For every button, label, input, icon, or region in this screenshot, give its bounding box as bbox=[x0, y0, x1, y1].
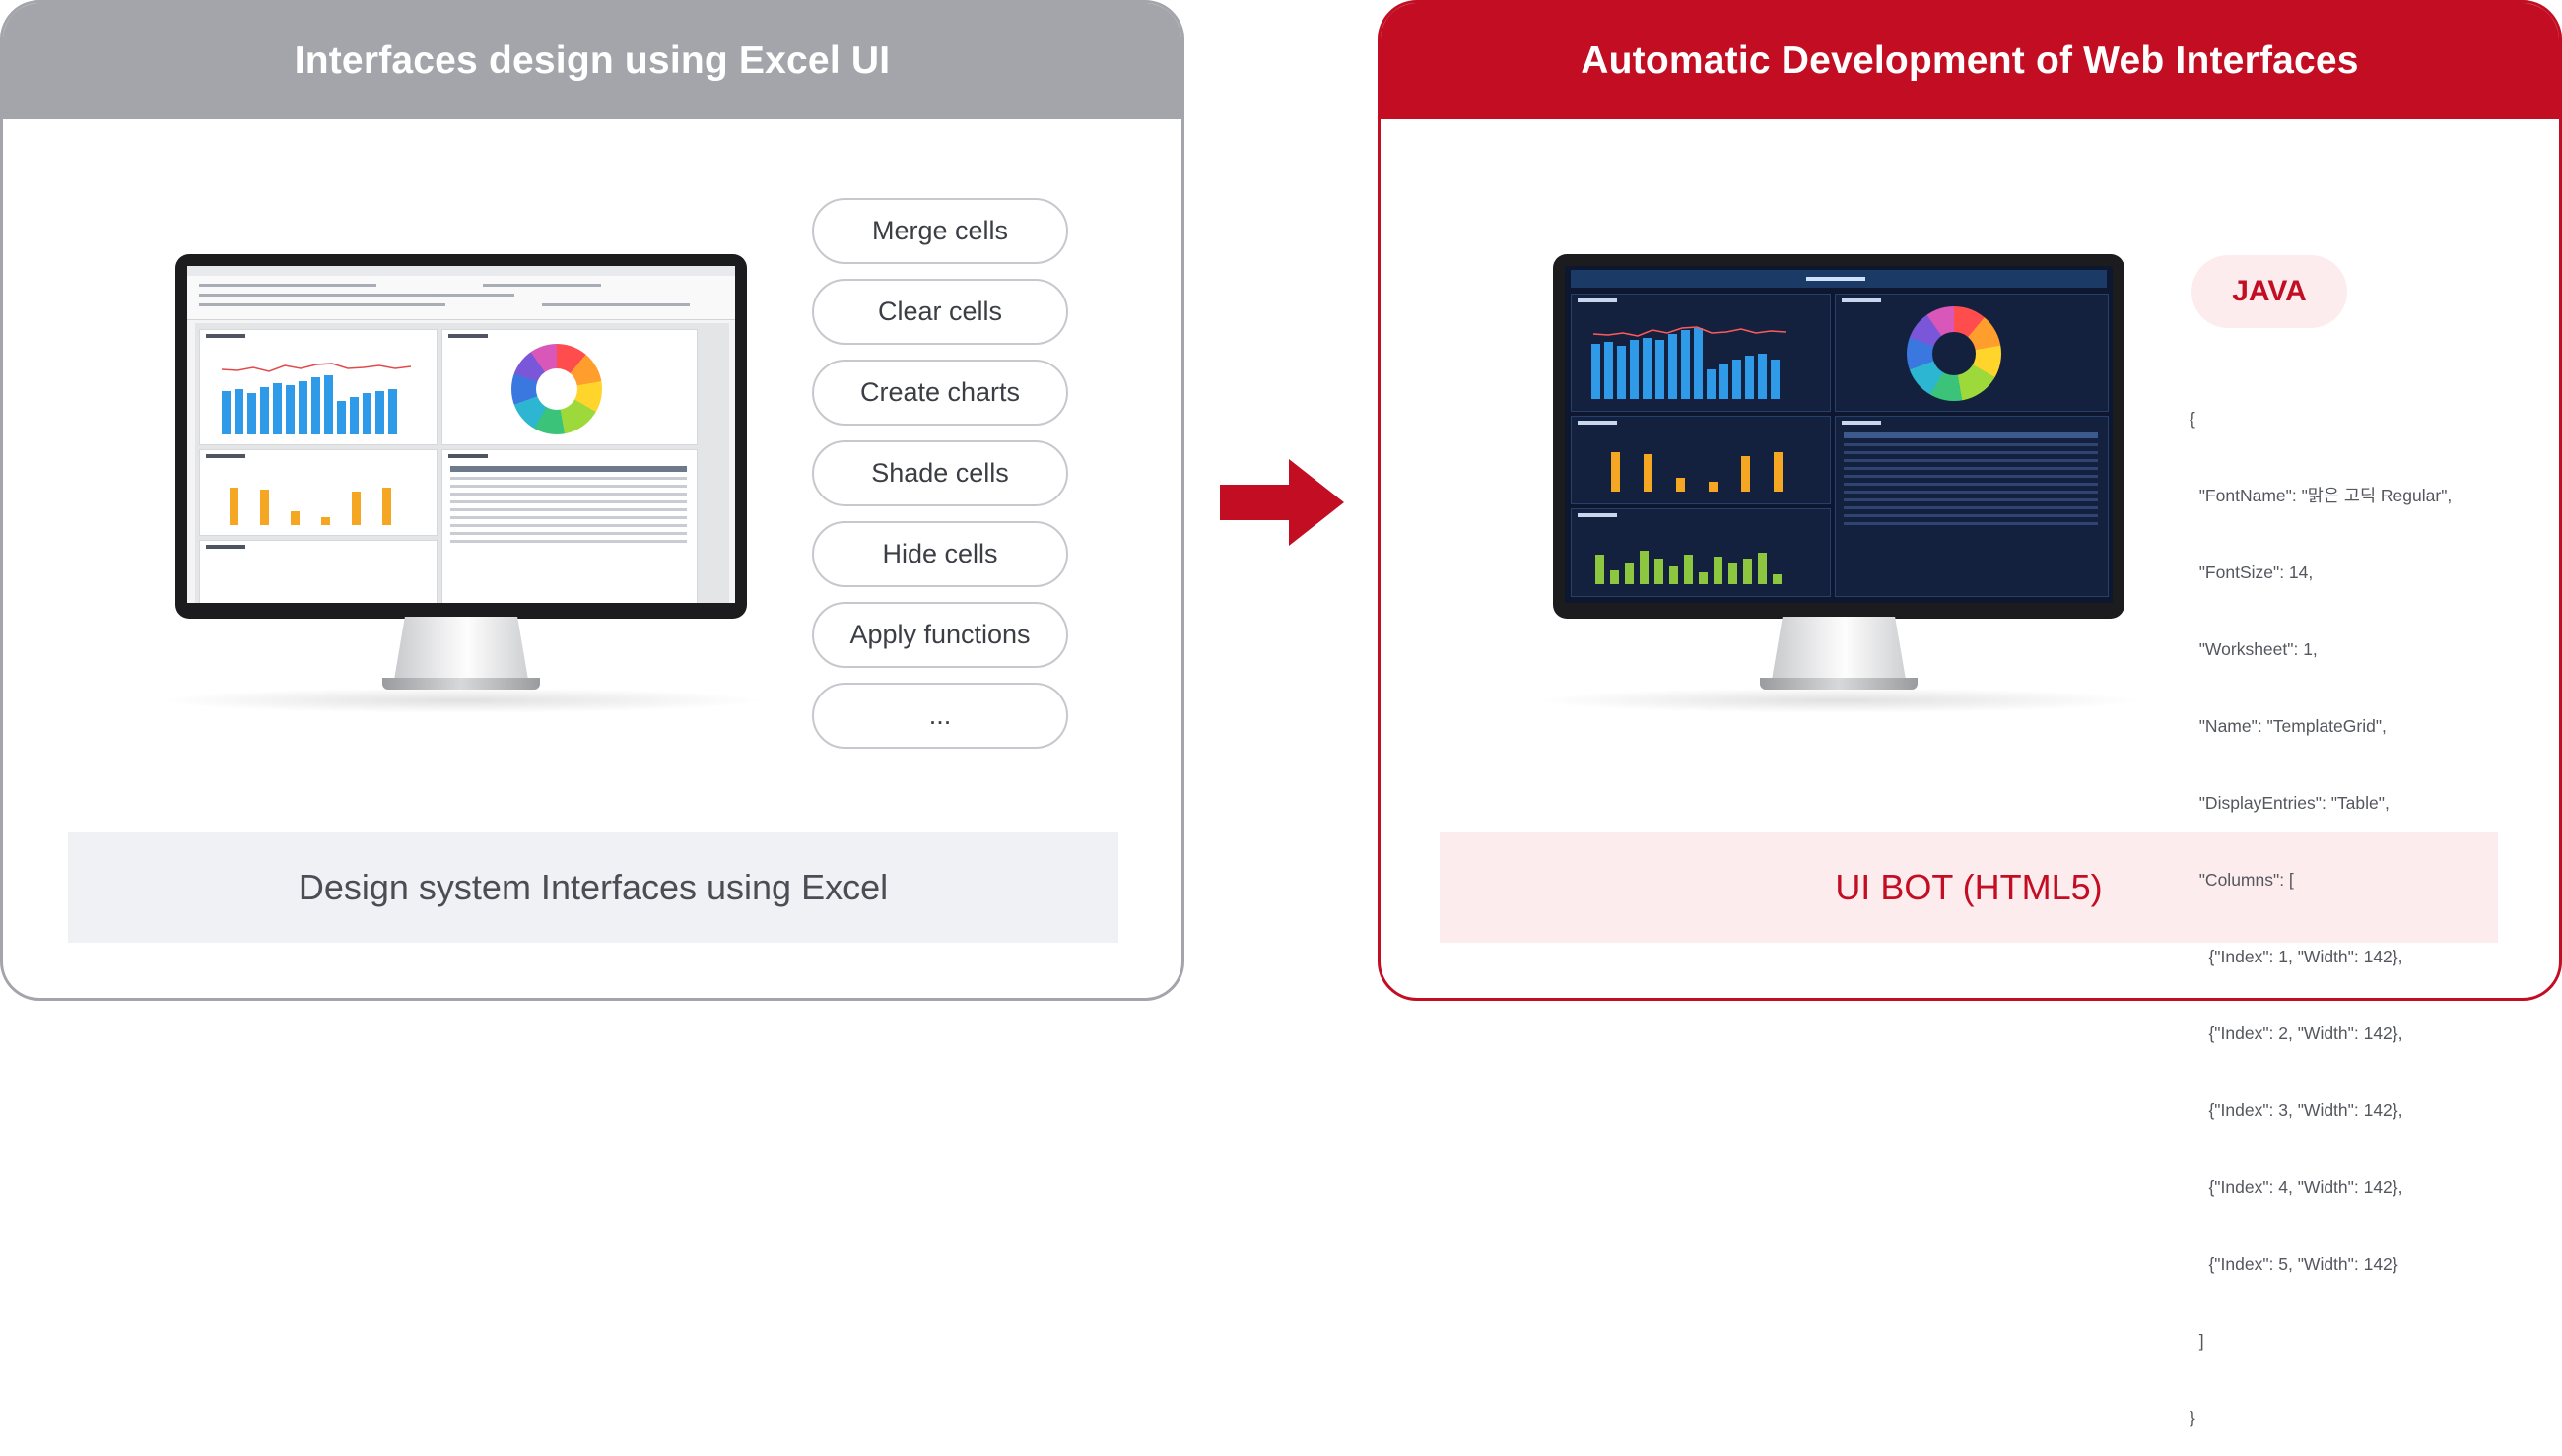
dashboard-line-series bbox=[1592, 326, 1787, 337]
feature-shade-cells: Shade cells bbox=[812, 440, 1068, 506]
code-line: "DisplayEntries": "Table", bbox=[2190, 793, 2390, 813]
dashboard-bar-chart bbox=[1571, 294, 1831, 412]
code-line: {"Index": 1, "Width": 142}, bbox=[2190, 947, 2403, 966]
excel-panel-footer: Design system Interfaces using Excel bbox=[68, 832, 1118, 943]
dashboard-donut-chart bbox=[1835, 294, 2109, 412]
arrow-right-icon bbox=[1220, 459, 1344, 546]
excel-ribbon bbox=[187, 276, 735, 320]
sheet-bar-chart bbox=[199, 329, 438, 445]
monitor-shadow bbox=[1533, 688, 2144, 713]
json-config-code: { "FontName": "맑은 고딕 Regular", "FontSize… bbox=[2190, 355, 2544, 1456]
dashboard-orange-chart bbox=[1571, 416, 1831, 504]
dashboard-monitor bbox=[1533, 254, 2144, 717]
code-line: "Name": "TemplateGrid", bbox=[2190, 716, 2387, 736]
code-line: {"Index": 3, "Width": 142}, bbox=[2190, 1100, 2403, 1120]
code-line: {"Index": 2, "Width": 142}, bbox=[2190, 1024, 2403, 1043]
monitor-stand bbox=[1772, 617, 1906, 680]
web-dashboard-screenshot bbox=[1565, 266, 2113, 603]
web-panel-title: Automatic Development of Web Interfaces bbox=[1381, 3, 2559, 119]
monitor-shadow bbox=[156, 688, 767, 713]
dashboard-green-chart bbox=[1571, 508, 1831, 597]
monitor-base bbox=[382, 678, 540, 690]
code-line: "Columns": [ bbox=[2190, 870, 2294, 890]
code-line: "FontName": "맑은 고딕 Regular", bbox=[2190, 486, 2453, 505]
feature-apply-functions: Apply functions bbox=[812, 602, 1068, 668]
web-panel-footer: UI BOT (HTML5) bbox=[1440, 832, 2498, 943]
feature-hide-cells: Hide cells bbox=[812, 521, 1068, 587]
monitor-frame bbox=[1553, 254, 2124, 619]
sheet-line-series bbox=[221, 363, 412, 372]
excel-panel-title: Interfaces design using Excel UI bbox=[3, 3, 1181, 119]
code-line: { bbox=[2190, 409, 2195, 429]
feature-create-charts: Create charts bbox=[812, 360, 1068, 426]
sheet-orange-chart bbox=[199, 449, 438, 536]
monitor-frame bbox=[175, 254, 747, 619]
excel-titlebar bbox=[187, 266, 735, 276]
dashboard-table bbox=[1835, 416, 2109, 597]
code-line: {"Index": 5, "Width": 142} bbox=[2190, 1254, 2398, 1274]
monitor-base bbox=[1760, 678, 1918, 690]
excel-monitor bbox=[156, 254, 767, 717]
sheet-donut-chart bbox=[441, 329, 698, 445]
excel-sheet bbox=[195, 323, 729, 603]
dashboard-titlebar bbox=[1571, 270, 2107, 288]
monitor-stand bbox=[394, 617, 528, 680]
feature-clear-cells: Clear cells bbox=[812, 279, 1068, 345]
excel-screenshot bbox=[187, 266, 735, 603]
code-line: ] bbox=[2190, 1331, 2204, 1351]
code-line: "Worksheet": 1, bbox=[2190, 639, 2318, 659]
code-line: "FontSize": 14, bbox=[2190, 563, 2314, 582]
code-line: } bbox=[2190, 1408, 2195, 1427]
sheet-green-chart bbox=[199, 540, 438, 603]
code-line: {"Index": 4, "Width": 142}, bbox=[2190, 1177, 2403, 1197]
java-badge: JAVA bbox=[2191, 255, 2347, 328]
feature-more: ... bbox=[812, 683, 1068, 749]
feature-merge-cells: Merge cells bbox=[812, 198, 1068, 264]
sheet-table bbox=[441, 449, 698, 603]
